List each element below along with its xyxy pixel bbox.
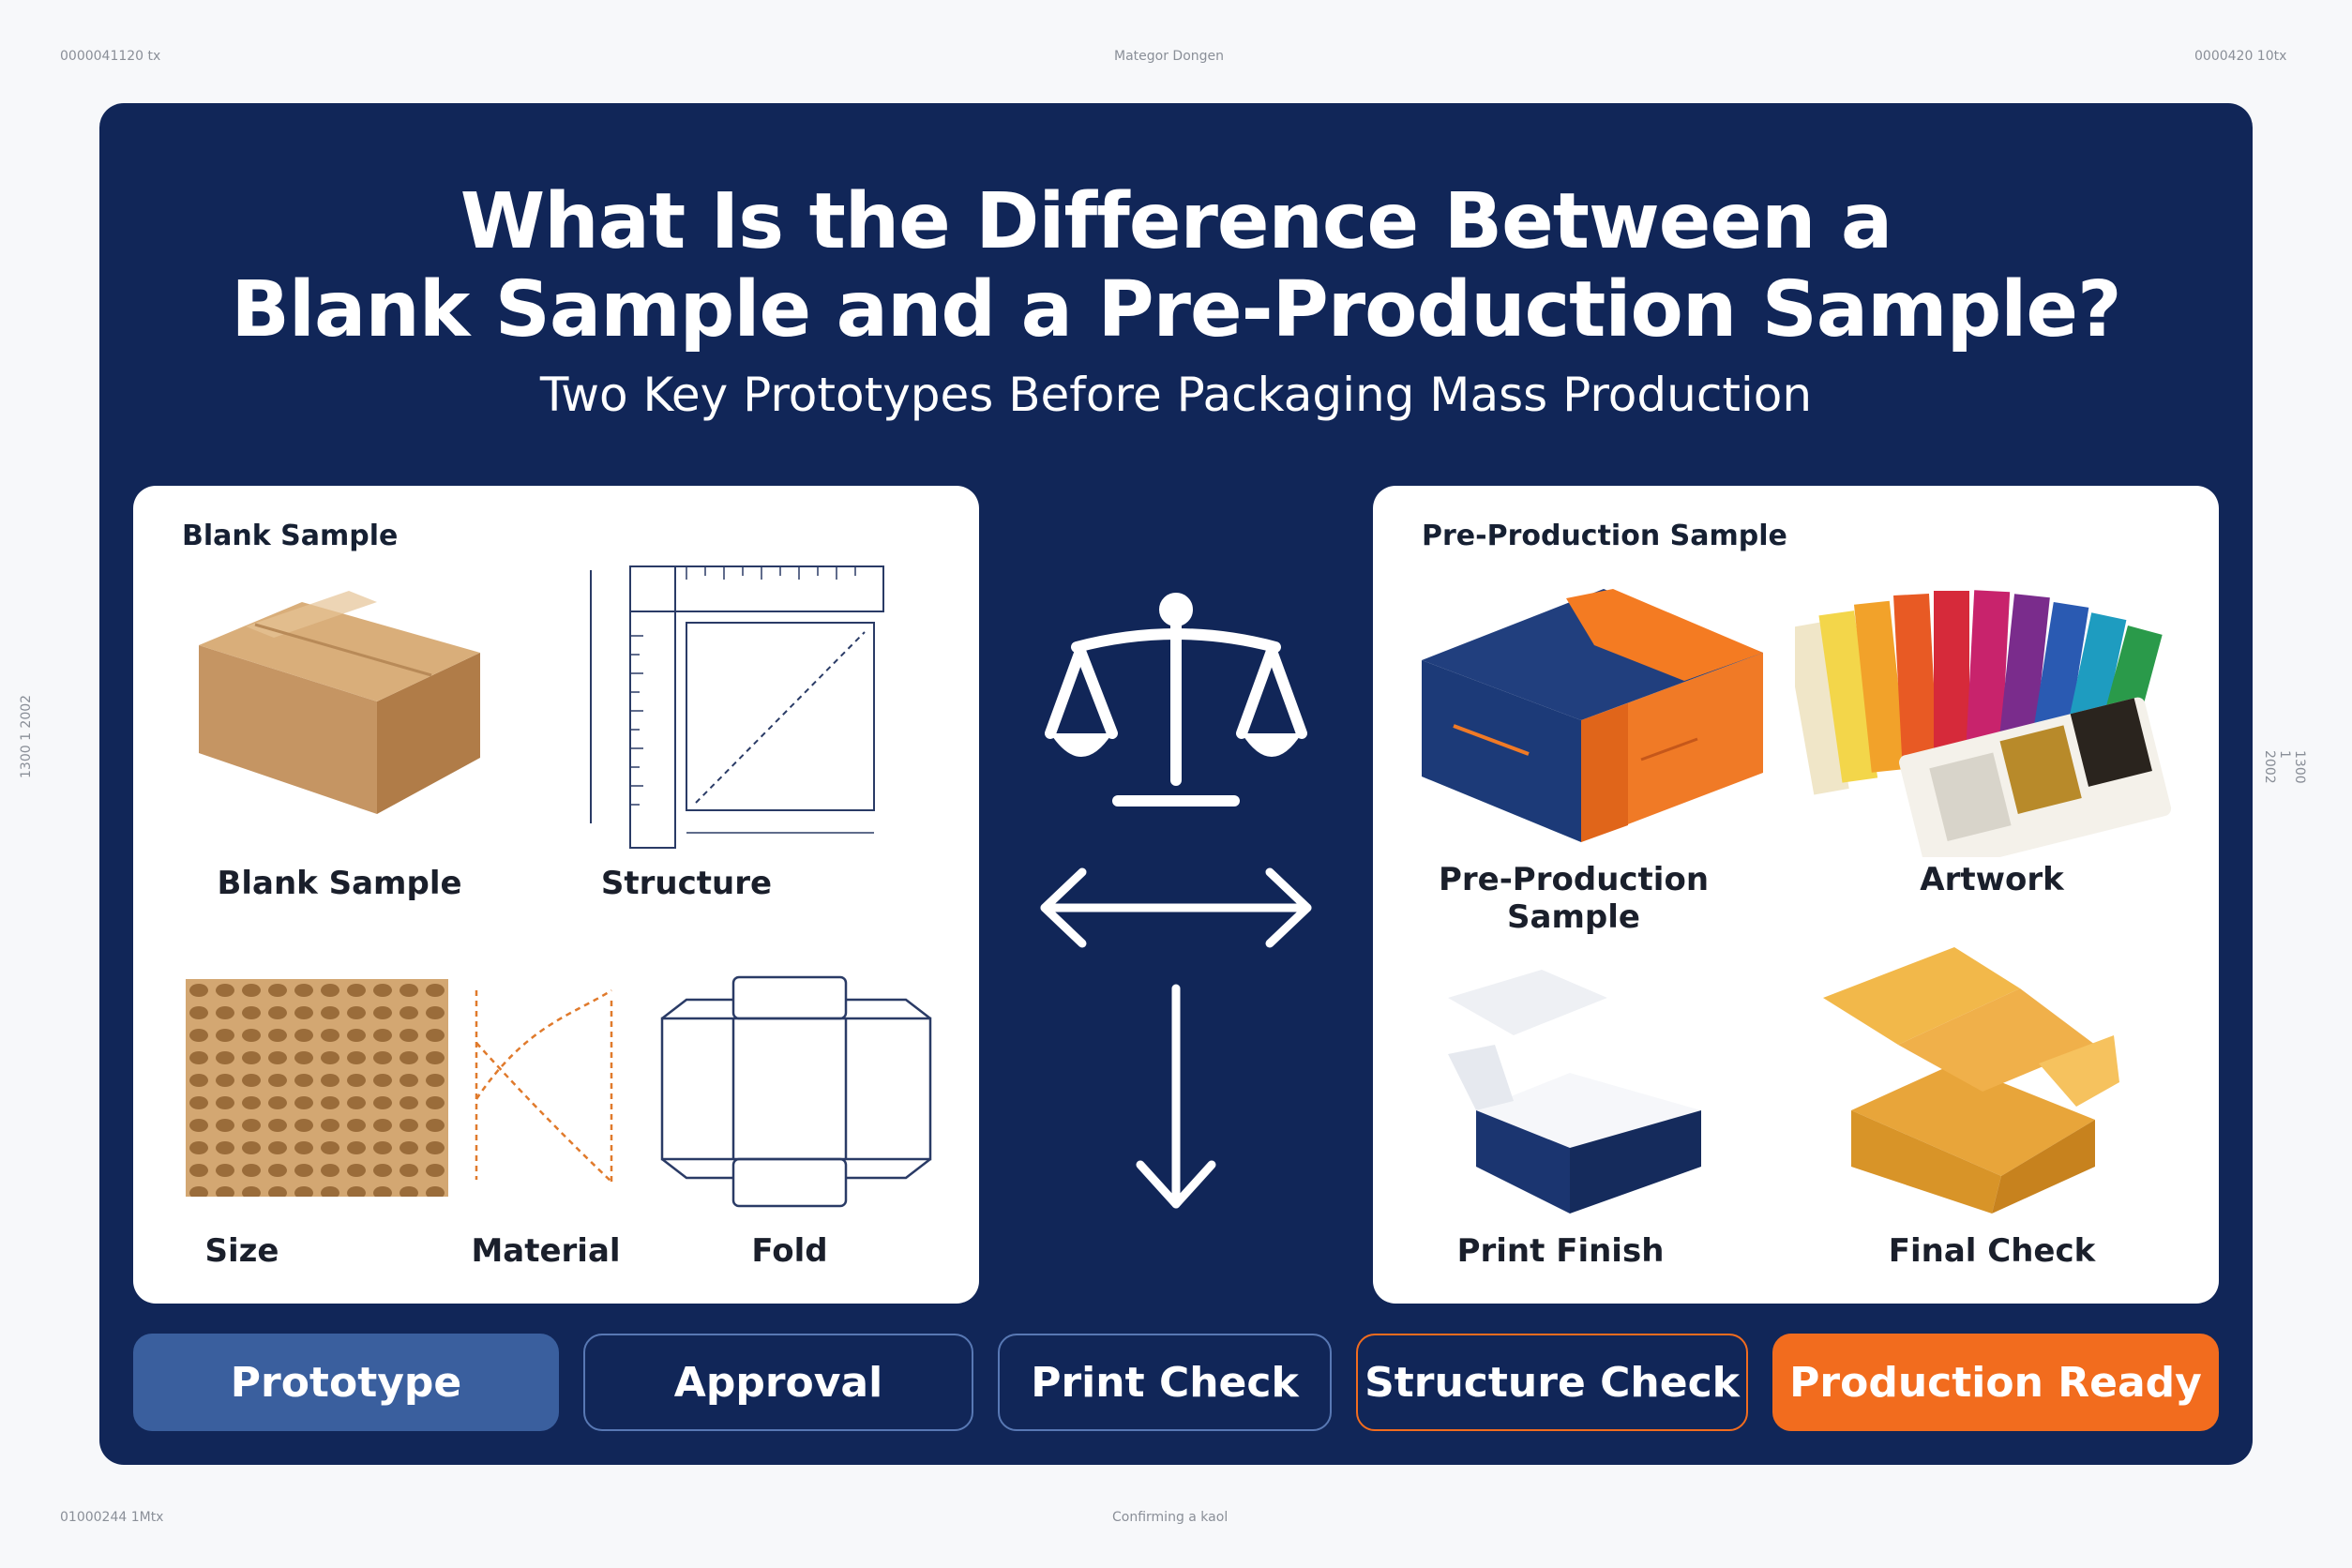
pre-production-card: Pre-Production Sample Pre-Production Sam… [1373, 486, 2219, 1304]
blank-sample-card-title: Blank Sample [182, 520, 399, 552]
corner-label-bottom-center: Confirming a kaol [1112, 1510, 1229, 1525]
fold-dieline-diagram [660, 975, 932, 1208]
size-label: Size [204, 1232, 279, 1270]
blank-sample-label: Blank Sample [217, 865, 462, 902]
color-swatch-fan-image [1795, 590, 2172, 857]
pre-production-card-title: Pre-Production Sample [1422, 520, 1787, 552]
step-prototype-button[interactable]: Prototype [133, 1334, 559, 1431]
corner-label-left-side: 1300 1 2002 [19, 694, 34, 778]
material-label: Material [471, 1232, 621, 1270]
open-yellow-box-image [1823, 947, 2119, 1214]
corner-label-bottom-left: 01000244 1Mtx [60, 1510, 164, 1525]
double-arrow-icon [1040, 867, 1312, 948]
structure-ruler-diagram [590, 565, 884, 849]
final-check-label: Final Check [1888, 1232, 2096, 1270]
step-structure-check-button[interactable]: Structure Check [1356, 1334, 1748, 1431]
fold-label: Fold [751, 1232, 828, 1270]
open-navy-box-image [1448, 970, 1739, 1214]
kraft-box-image [199, 591, 480, 814]
corner-label-top-right: 0000420 10tx [2194, 49, 2287, 64]
pre-production-sample-label: Pre-Production Sample [1438, 861, 1710, 936]
corner-label-top-left: 0000041120 tx [60, 49, 161, 64]
corner-label-right-side: 1300 1 2002 [2262, 750, 2307, 784]
corner-label-top-center: Mategor Dongen [1114, 49, 1225, 64]
kraft-texture-image [186, 979, 448, 1197]
page-title-line2: Blank Sample and a Pre-Production Sample… [231, 265, 2121, 354]
page-title-line1: What Is the Difference Between a [460, 177, 1892, 266]
scale-icon [1045, 593, 1307, 807]
print-finish-label: Print Finish [1456, 1232, 1665, 1270]
step-print-check-button[interactable]: Print Check [998, 1334, 1332, 1431]
step-approval-button[interactable]: Approval [583, 1334, 973, 1431]
step-production-ready-button[interactable]: Production Ready [1772, 1334, 2219, 1431]
artwork-label: Artwork [1920, 861, 2064, 898]
material-dashed-diagram [475, 988, 613, 1183]
blank-sample-card: Blank Sample Blank Sample Structure [133, 486, 979, 1304]
page-subtitle: Two Key Prototypes Before Packaging Mass… [539, 368, 1813, 422]
down-arrow-icon [1136, 984, 1216, 1209]
structure-label: Structure [600, 865, 773, 902]
printed-box-image [1422, 589, 1763, 842]
